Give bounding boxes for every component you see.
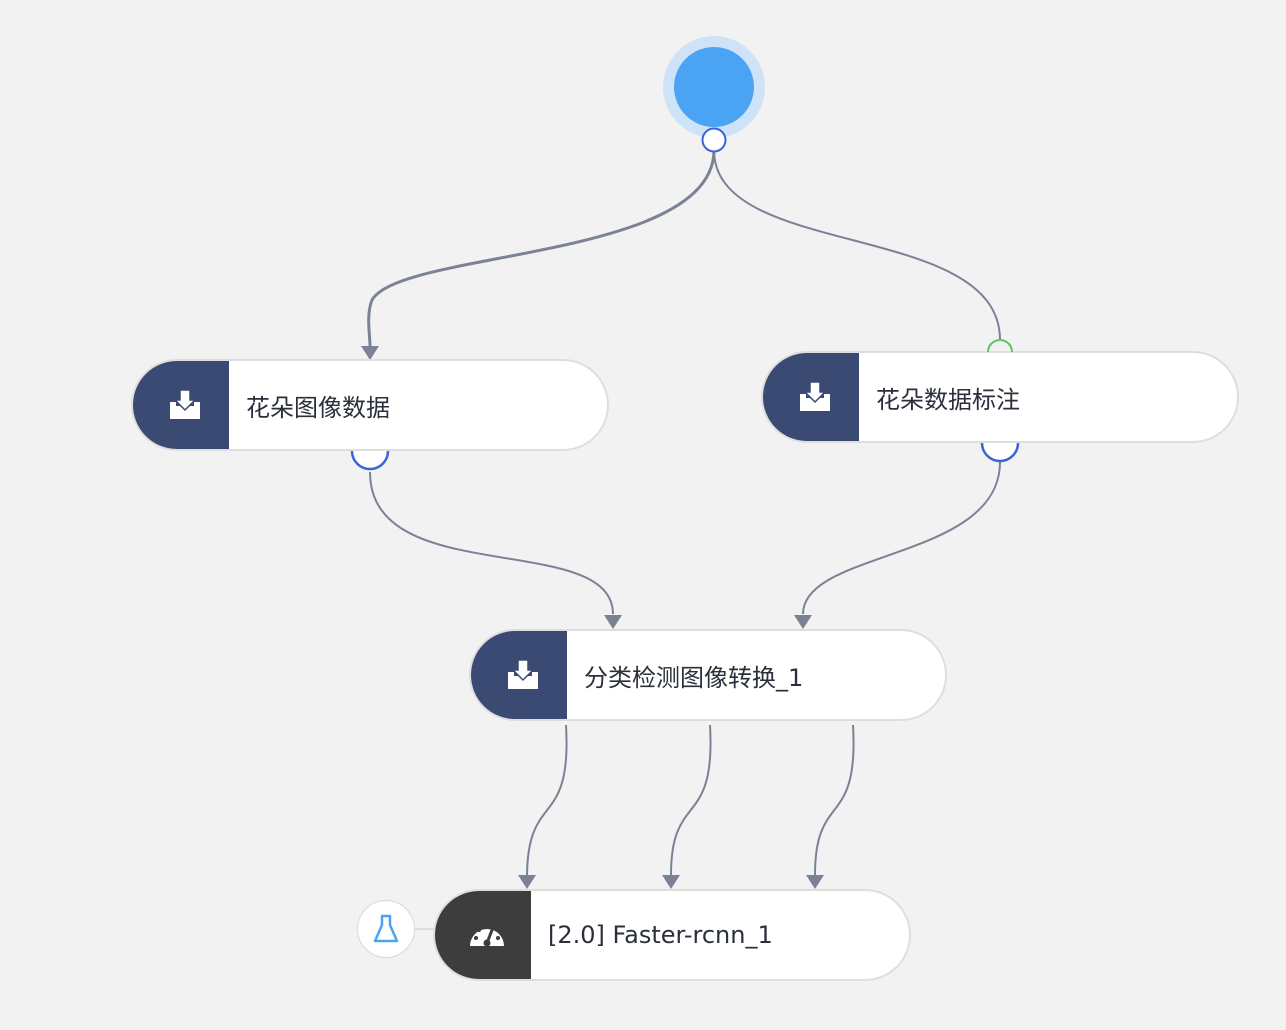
node-icon-box	[133, 361, 229, 449]
node-flower-annotation-input-port[interactable]	[986, 336, 1014, 354]
start-node[interactable]	[663, 36, 765, 138]
dashboard-gauge-icon	[470, 925, 504, 947]
experiment-badge[interactable]	[357, 900, 415, 958]
edge-conversion-to-model-1[interactable]	[526, 724, 568, 876]
edge-start-to-flower-annotation[interactable]	[713, 149, 1001, 341]
edge-conversion-to-model-2[interactable]	[670, 724, 712, 876]
node-flower-annotation-output-port[interactable]	[980, 441, 1020, 467]
edge-arrow-icon	[518, 875, 536, 889]
node-flower-images-output-port[interactable]	[350, 449, 390, 475]
edge-flower-annotation-to-conversion[interactable]	[802, 461, 1001, 615]
node-label: 花朵数据标注	[876, 385, 1020, 414]
node-classification-image-conversion[interactable]: 分类检测图像转换_1	[469, 629, 947, 721]
edge-conversion-to-model-3[interactable]	[814, 724, 855, 876]
node-faster-rcnn-model[interactable]: [2.0] Faster-rcnn_1	[433, 889, 911, 981]
node-flower-annotation[interactable]: 花朵数据标注	[761, 351, 1239, 443]
edge-arrow-icon	[604, 615, 622, 629]
node-label: 分类检测图像转换_1	[584, 663, 804, 692]
edge-arrow-icon	[361, 346, 379, 360]
dataset-import-icon	[800, 381, 830, 411]
edge-arrow-icon	[806, 875, 824, 889]
start-node-core	[674, 47, 754, 127]
edge-arrow-icon	[794, 615, 812, 629]
flask-icon	[373, 914, 399, 943]
node-icon-box	[471, 631, 567, 719]
node-icon-box	[435, 891, 531, 979]
node-icon-box	[763, 353, 859, 441]
edge-arrow-icon	[662, 875, 680, 889]
dataset-import-icon	[508, 659, 538, 689]
start-output-port[interactable]	[700, 126, 728, 154]
node-label: 花朵图像数据	[246, 393, 390, 422]
edge-flower-images-to-conversion[interactable]	[369, 471, 614, 615]
edge-start-to-flower-images[interactable]	[367, 149, 716, 347]
node-flower-images[interactable]: 花朵图像数据	[131, 359, 609, 451]
node-label: [2.0] Faster-rcnn_1	[548, 921, 773, 949]
dataset-import-icon	[170, 389, 200, 419]
